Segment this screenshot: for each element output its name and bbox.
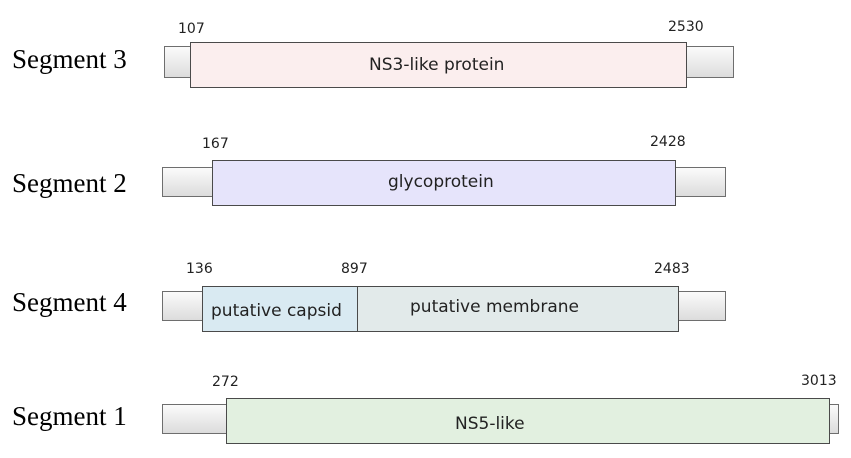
segment-2-region-glycoprotein: glycoprotein xyxy=(388,172,494,192)
segment-3-start-coord: 107 xyxy=(178,21,205,37)
segment-1-start-coord: 272 xyxy=(212,374,239,390)
segment-3-region-ns3-like-protein: NS3-like protein xyxy=(369,55,505,75)
segment-1-label: Segment 1 xyxy=(12,401,127,431)
segment-4-region-putative-capsid: putative capsid xyxy=(211,301,342,321)
segment-4-junction-coord: 897 xyxy=(341,261,368,277)
segment-2-utr-3prime xyxy=(673,167,726,197)
segment-2-end-coord: 2428 xyxy=(650,134,686,150)
segment-2-label: Segment 2 xyxy=(12,168,127,198)
segment-2-utr-5prime xyxy=(162,167,214,197)
segment-4-label: Segment 4 xyxy=(12,287,127,317)
segment-2-start-coord: 167 xyxy=(202,136,229,152)
segment-4-start-coord: 136 xyxy=(186,261,213,277)
segment-1-region-ns5-like: NS5-like xyxy=(455,414,525,434)
segment-3-end-coord: 2530 xyxy=(668,19,704,35)
segment-3-label: Segment 3 xyxy=(12,44,127,74)
segment-3-cds xyxy=(190,42,687,88)
segment-1-utr-5prime xyxy=(162,404,228,434)
segment-4-end-coord: 2483 xyxy=(654,261,690,277)
segment-3-utr-3prime xyxy=(684,46,734,78)
segment-3-utr-5prime xyxy=(164,46,192,78)
segment-4-region-putative-membrane: putative membrane xyxy=(410,297,579,317)
segment-1-cds xyxy=(226,398,830,444)
segment-4-utr-5prime xyxy=(162,291,204,321)
segment-2-cds xyxy=(212,160,676,206)
segment-4-cds-putative-membrane xyxy=(357,286,679,332)
segment-4-cds-putative-capsid xyxy=(202,286,359,332)
segment-1-end-coord: 3013 xyxy=(801,373,837,389)
segment-4-utr-3prime xyxy=(676,291,726,321)
